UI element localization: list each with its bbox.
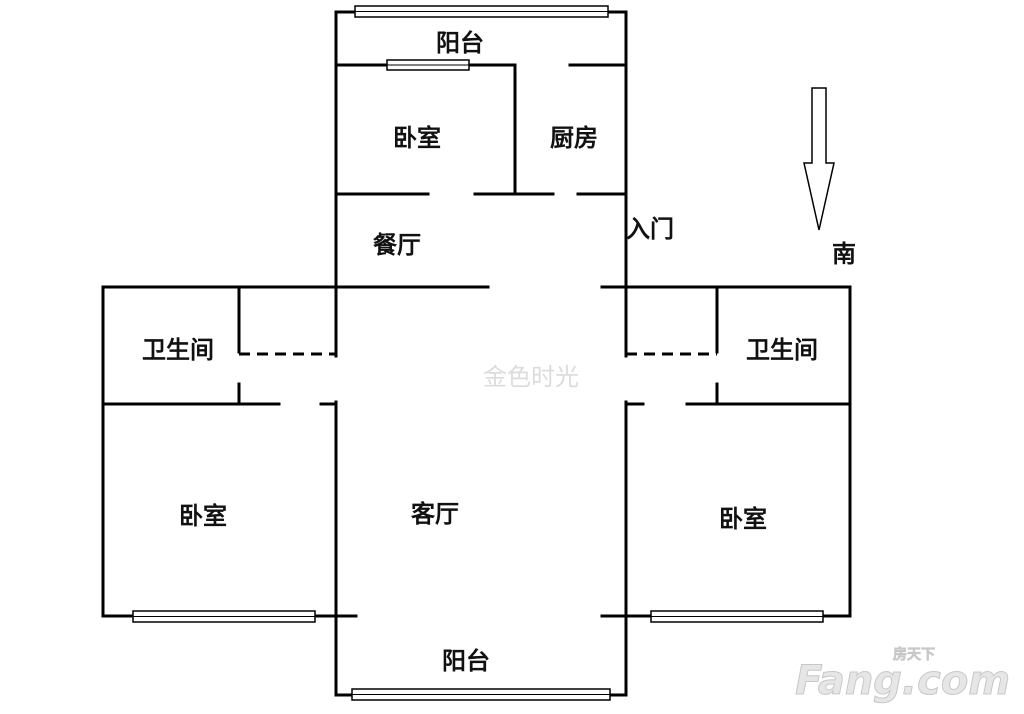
walls: [101, 10, 852, 697]
label-balcony-bottom: 阳台: [442, 647, 490, 675]
label-bedroom-right: 卧室: [719, 505, 767, 533]
label-south: 南: [832, 240, 856, 268]
label-balcony-top: 阳台: [436, 29, 484, 57]
fang-logo: Fang.com 房天下: [795, 646, 1011, 705]
logo-brand: Fang.com: [795, 658, 1010, 704]
label-kitchen: 厨房: [550, 124, 598, 152]
label-bathroom-right: 卫生间: [746, 336, 818, 364]
label-bedroom-left: 卧室: [179, 502, 227, 530]
label-bedroom-north: 卧室: [393, 124, 441, 152]
watermark-text: 金色时光: [483, 363, 579, 391]
south-arrow-icon: [803, 87, 835, 231]
label-entrance: 入门: [626, 215, 674, 243]
label-living-room: 客厅: [411, 500, 459, 528]
label-dining: 餐厅: [373, 231, 421, 259]
windows: [132, 5, 824, 701]
logo-sub: 房天下: [893, 646, 935, 663]
room-labels: 阳台 卧室 厨房 餐厅 入门 卫生间 卫生间 卧室 客厅 卧室 阳台 南: [142, 29, 856, 675]
label-bathroom-left: 卫生间: [142, 336, 214, 364]
compass-arrow: [803, 87, 835, 231]
